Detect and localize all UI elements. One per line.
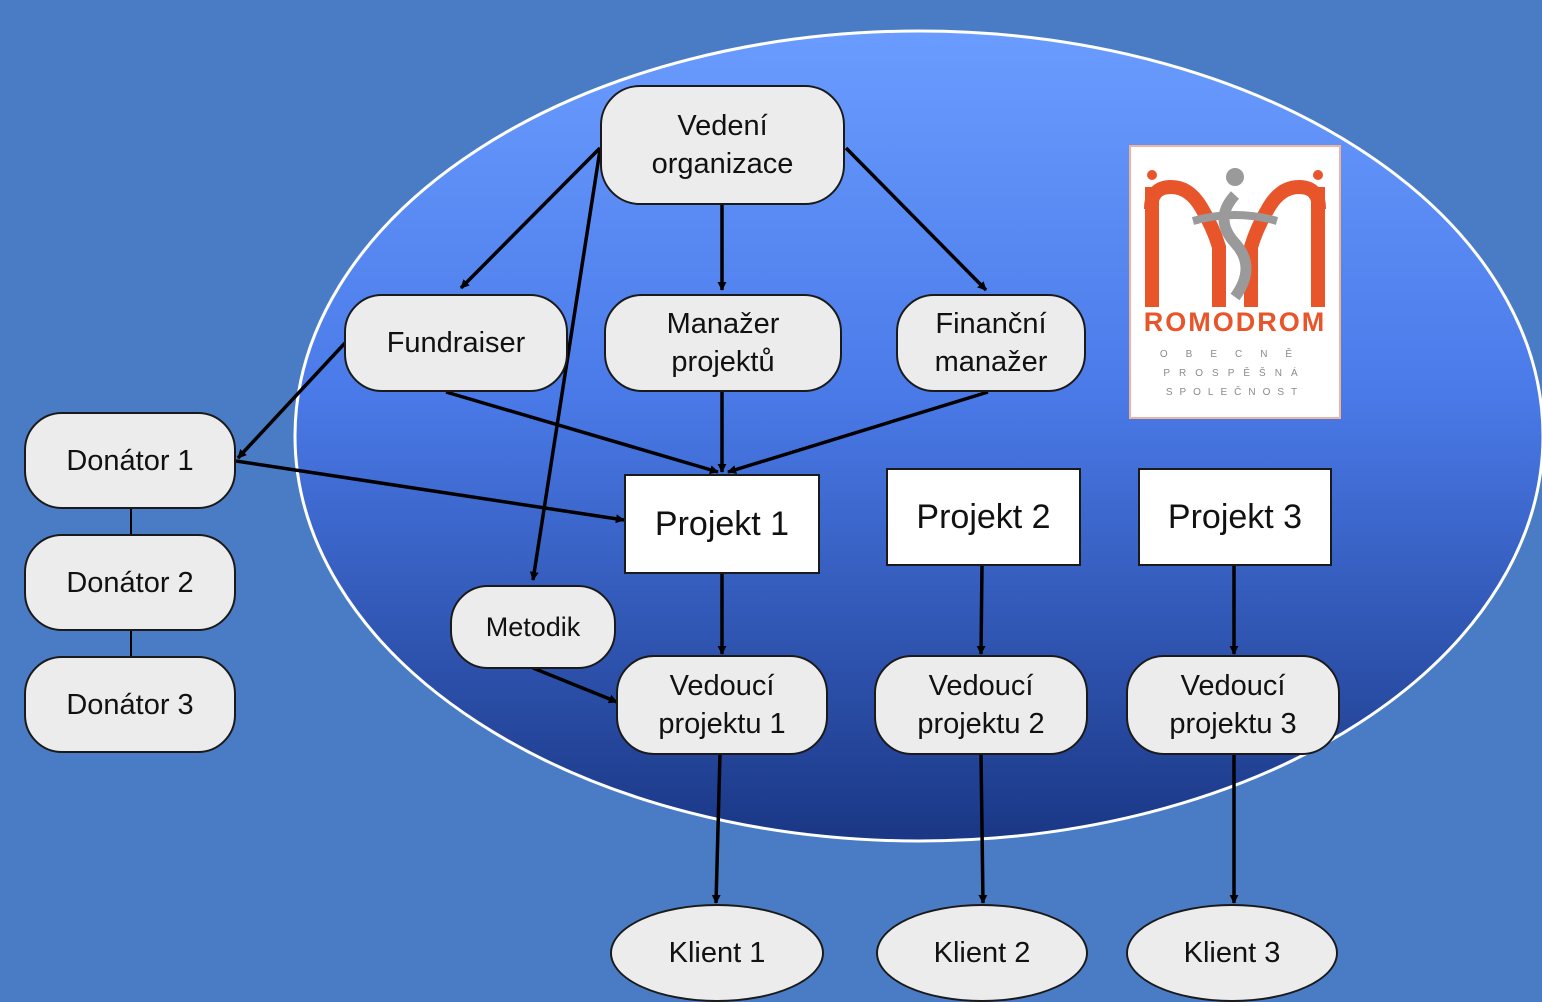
edge-metodik-vedouci1 <box>532 666 618 704</box>
edge-financni-projekt1 <box>727 390 989 474</box>
node-vedouci-projektu-1: Vedoucí projektu 1 <box>616 655 828 755</box>
connectors <box>130 146 1239 904</box>
logo-brand-name: ROMODROM <box>1143 307 1327 337</box>
node-metodik: Metodik <box>450 585 616 669</box>
edge-fundraiser-donator1 <box>236 341 347 460</box>
node-donator-1: Donátor 1 <box>24 412 236 509</box>
logo-subtitle-line1: OBECNĚ <box>1159 349 1311 360</box>
node-klient-2: Klient 2 <box>876 904 1088 1002</box>
romodrom-logo: ROMODROM OBECNĚ PROSPĚŠNÁ SPOLEČNOST <box>1129 145 1341 419</box>
node-donator-3: Donátor 3 <box>24 656 236 753</box>
edge-vedeni-fundraiser <box>459 146 602 290</box>
edge-vedouci1-klient1 <box>711 753 722 904</box>
edge-fundraiser-projekt1 <box>445 390 719 475</box>
edge-vedouci2-klient2 <box>978 753 988 904</box>
node-fundraiser: Fundraiser <box>344 294 568 392</box>
node-vedeni-organizace: Vedení organizace <box>600 85 845 205</box>
node-projekt-2: Projekt 2 <box>886 468 1081 566</box>
node-vedouci-projektu-3: Vedoucí projektu 3 <box>1126 655 1340 755</box>
node-manazer-projektu: Manažer projektů <box>604 294 842 392</box>
logo-subtitle-line2: PROSPĚŠNÁ <box>1163 368 1307 379</box>
node-klient-3: Klient 3 <box>1126 904 1338 1002</box>
node-projekt-1: Projekt 1 <box>624 474 820 574</box>
node-vedouci-projektu-2: Vedoucí projektu 2 <box>874 655 1088 755</box>
romodrom-emblem-icon <box>1144 168 1326 307</box>
node-donator-2: Donátor 2 <box>24 534 236 631</box>
node-klient-1: Klient 1 <box>610 904 824 1002</box>
node-financni-manazer: Finanční manažer <box>896 294 1086 392</box>
edge-vedeni-financni <box>844 146 988 292</box>
logo-subtitle-line3: SPOLEČNOST <box>1165 387 1305 398</box>
edge-projekt2-vedouci2 <box>976 565 986 655</box>
edge-donator1-projekt1 <box>235 459 625 524</box>
node-projekt-3: Projekt 3 <box>1138 468 1332 566</box>
